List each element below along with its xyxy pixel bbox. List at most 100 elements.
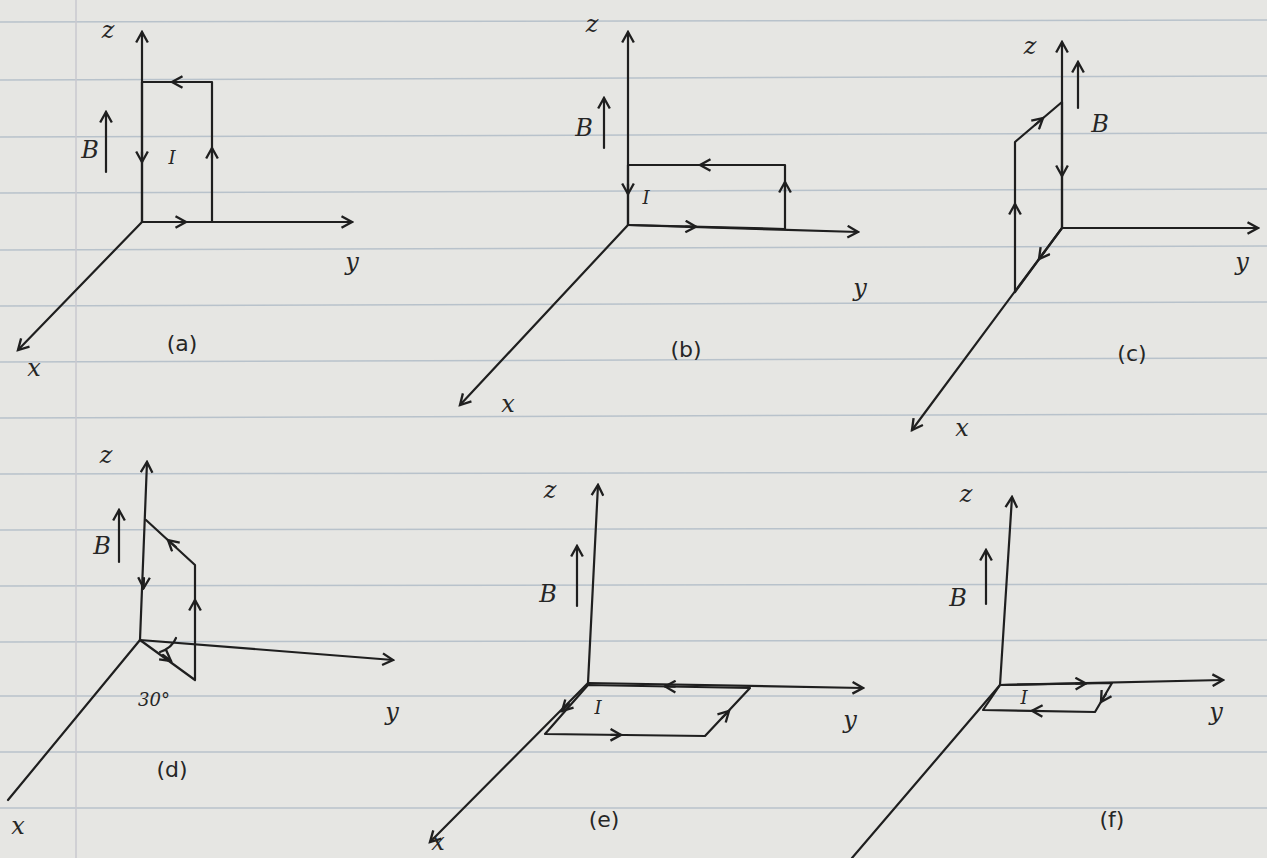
axis-label: y	[853, 276, 867, 300]
current-label: I	[642, 189, 649, 207]
axis-label: z	[102, 18, 115, 42]
angle-arc	[160, 638, 176, 652]
z-axis	[588, 485, 598, 683]
current-arrow	[1035, 118, 1043, 125]
current-arrow	[168, 540, 176, 547]
current-loop	[545, 685, 750, 736]
field-arrow	[105, 112, 107, 172]
axis-label: y	[345, 250, 359, 274]
field-arrow	[118, 510, 120, 562]
current-arrow	[163, 655, 171, 661]
current-arrow	[665, 685, 675, 687]
field-label: B	[575, 116, 593, 140]
current-arrow	[611, 734, 621, 736]
field-arrow	[576, 546, 578, 606]
current-arrow	[1061, 166, 1063, 176]
axis-label: x	[955, 416, 969, 440]
current-arrow	[176, 221, 186, 223]
x-axis	[852, 685, 1000, 858]
current-arrow	[141, 152, 143, 162]
field-label: B	[93, 534, 111, 558]
current-arrow	[143, 578, 146, 588]
field-label: B	[1091, 112, 1109, 136]
z-axis	[1000, 497, 1012, 685]
margin-line	[75, 0, 77, 858]
panel-label: (c)	[1117, 343, 1146, 365]
ruled-line	[0, 695, 1267, 697]
current-arrow	[784, 182, 786, 192]
axis-label: z	[1024, 34, 1037, 58]
ruled-line	[0, 528, 1267, 530]
axis-label: z	[544, 478, 557, 502]
angle-label: 30°	[138, 691, 170, 709]
axis-label: x	[27, 356, 41, 380]
ruled-line	[0, 640, 1267, 642]
current-arrow	[700, 164, 710, 166]
z-axis	[140, 462, 147, 640]
current-label: I	[1020, 689, 1027, 707]
ruled-line	[0, 358, 1267, 362]
current-loop	[1015, 102, 1062, 292]
current-loop	[140, 520, 195, 680]
current-arrow	[722, 711, 729, 718]
x-axis	[460, 225, 628, 405]
ruled-line	[0, 20, 1267, 22]
axis-label: y	[385, 700, 399, 724]
axis-label: y	[1209, 700, 1223, 724]
field-label: B	[539, 582, 557, 606]
current-arrow	[1014, 204, 1016, 214]
panel-label: (e)	[589, 809, 620, 831]
current-loop	[628, 165, 785, 229]
axis-label: y	[843, 708, 857, 732]
current-arrow	[686, 225, 696, 228]
current-arrow	[194, 600, 196, 610]
axis-label: z	[100, 443, 113, 467]
ruled-line	[0, 189, 1267, 193]
axis-label: x	[11, 814, 25, 838]
x-axis	[8, 640, 140, 800]
ruled-line	[0, 414, 1267, 418]
field-label: B	[81, 138, 99, 162]
ruled-line	[0, 246, 1267, 250]
panel-label: (b)	[670, 339, 701, 361]
current-arrow	[211, 148, 213, 158]
current-label: I	[594, 699, 601, 717]
x-axis	[18, 222, 142, 350]
current-arrow	[627, 184, 629, 194]
current-loop	[142, 82, 212, 222]
current-arrow	[1101, 694, 1106, 702]
axis-label: x	[431, 830, 445, 854]
axis-label: x	[501, 392, 515, 416]
ruled-line	[0, 584, 1267, 586]
panel-label: (a)	[167, 333, 198, 355]
current-arrow	[1076, 682, 1086, 684]
y-axis	[1062, 227, 1258, 229]
axis-label: z	[960, 482, 973, 506]
current-loop	[983, 683, 1112, 712]
ruled-line	[0, 133, 1267, 137]
ruled-line	[0, 807, 1267, 809]
field-arrow	[603, 98, 605, 148]
current-arrow	[562, 704, 569, 711]
panel-label: (d)	[156, 759, 187, 781]
current-arrow	[1039, 251, 1045, 259]
panel-label: (f)	[1100, 809, 1125, 831]
current-label: I	[168, 149, 175, 167]
field-arrow	[1077, 62, 1079, 108]
figures	[8, 32, 1258, 858]
axis-label: y	[1235, 250, 1249, 274]
field-label: B	[949, 586, 967, 610]
axis-label: z	[586, 12, 599, 36]
x-axis	[430, 683, 588, 842]
ruled-line	[0, 302, 1267, 306]
ruled-line	[0, 472, 1267, 474]
field-arrow	[985, 550, 987, 604]
ruled-line	[0, 751, 1267, 753]
current-arrow	[172, 81, 182, 83]
current-arrow	[1032, 710, 1042, 712]
x-axis	[912, 228, 1062, 430]
y-axis	[140, 640, 393, 660]
